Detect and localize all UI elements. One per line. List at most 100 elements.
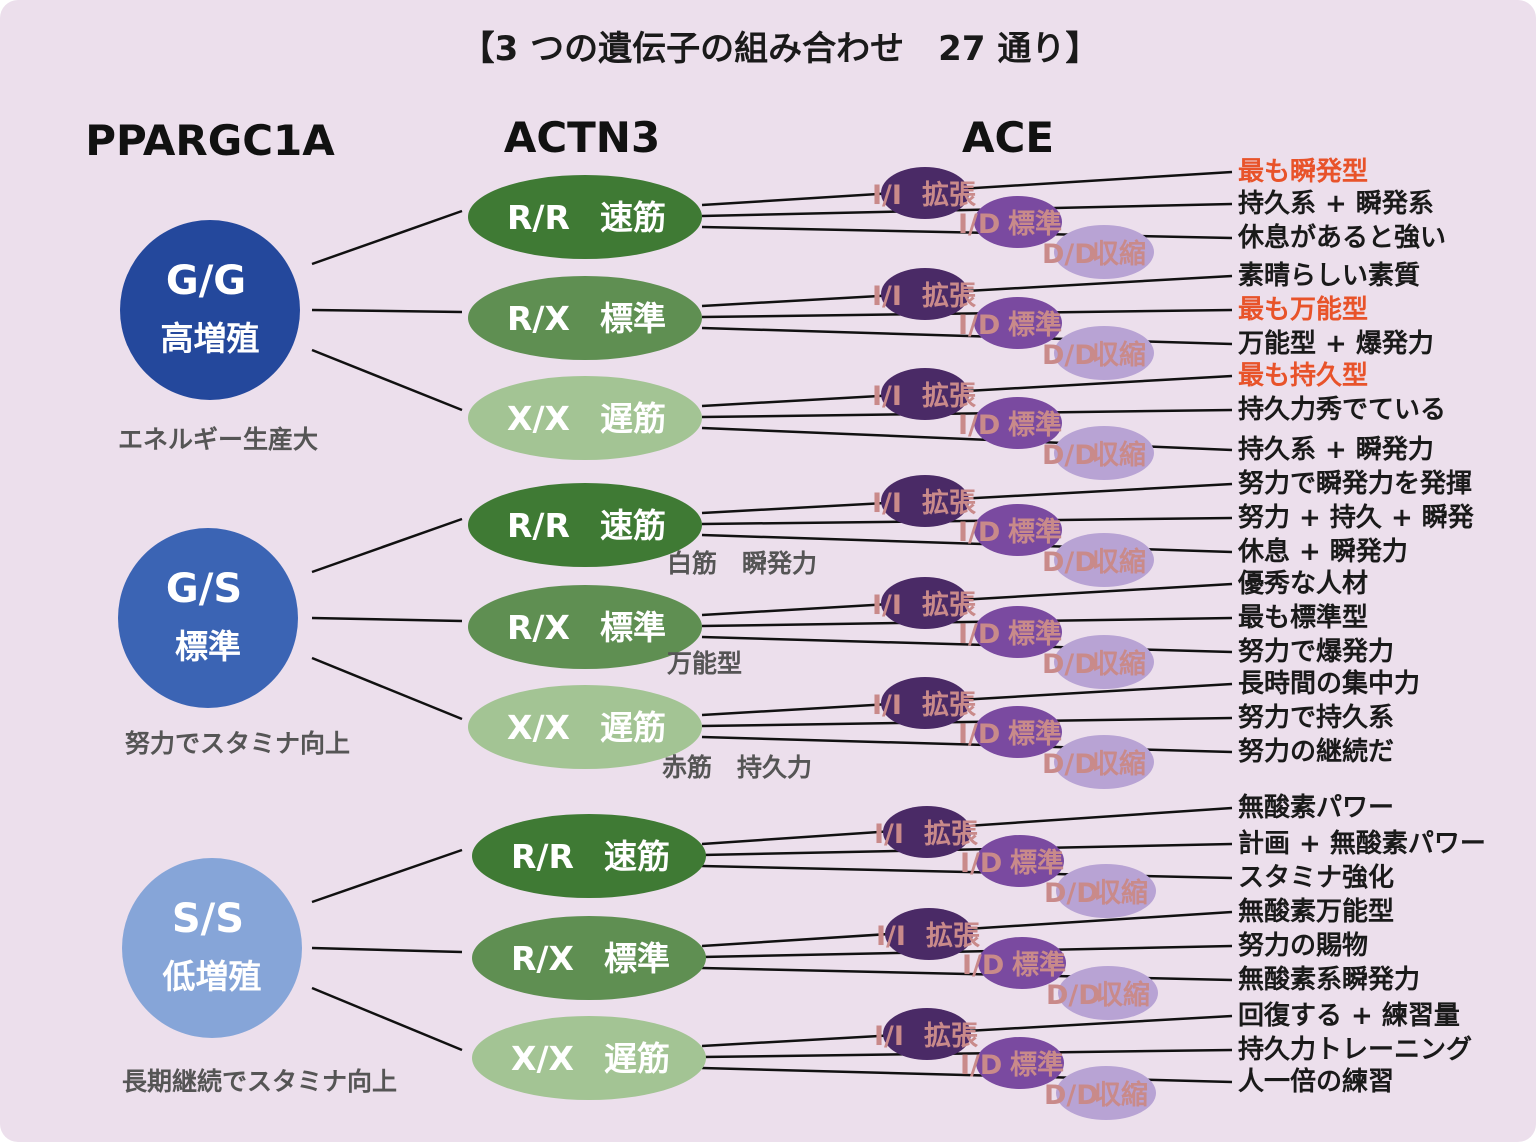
ace-ellipse [974,196,1062,248]
ace-ellipse [1054,426,1154,480]
ace-type-label: 標準 [1008,516,1062,548]
ppargc1a-type-label: 標準 [175,627,241,666]
ace-type-label: 標準 [1012,949,1066,981]
connector-line [311,308,463,314]
ppargc1a-note: 長期継続でスタミナ向上 [122,1067,397,1096]
result-label: 持久系 + 瞬発系 [1238,189,1434,219]
actn3-type-label: 遅筋 [600,708,666,747]
ace-genotype-label: I/I [872,381,902,412]
ace-type-label: 拡張 [926,921,981,952]
ppargc1a-note: エネルギー生産大 [118,425,318,454]
xx-note: 赤筋 持久力 [662,753,812,782]
result-label: 持久力トレーニング [1238,1035,1472,1065]
actn3-genotype-label: R/X [507,299,570,338]
ace-ellipse [978,937,1066,989]
actn3-ellipse [468,175,702,259]
ppargc1a-genotype-label: G/G [166,258,246,304]
header-actn3: ACTN3 [504,113,660,162]
ace-type-label: 標準 [1010,847,1064,879]
ace-type-label: 拡張 [922,281,977,312]
ace-genotype-label: D/D [1042,340,1097,371]
ace-genotype-label: D/D [1042,649,1097,680]
header-ppargc1a: PPARGC1A [85,116,335,165]
result-line [701,308,1233,319]
ace-type-label: 拡張 [922,180,977,211]
ace-ellipse [881,167,969,219]
result-label: 無酸素系瞬発力 [1238,965,1420,995]
result-label: 回復する + 練習量 [1238,1000,1460,1031]
actn3-type-label: 標準 [600,608,666,647]
result-label: 努力の賜物 [1238,930,1368,961]
actn3-genotype-label: R/R [507,506,570,545]
ace-genotype-label: D/D [1042,547,1097,578]
result-label: 最も瞬発型 [1238,157,1368,187]
ace-ellipse [881,577,969,629]
page-title: 【3 つの遺伝子の組み合わせ 27 通り】 [461,29,1100,69]
connector-line [311,848,463,904]
result-label: 万能型 + 爆発力 [1238,328,1434,359]
ace-genotype-label: I/D [958,517,1000,548]
result-label: 長時間の集中力 [1238,668,1420,699]
ace-ellipse [881,475,969,527]
actn3-type-label: 速筋 [600,506,666,545]
result-label: 休息 + 瞬発力 [1237,536,1408,567]
ppargc1a-circle-1 [118,528,298,708]
connector-line [311,946,463,954]
ace-ellipse [1054,735,1154,789]
ppargc1a-circle-2 [122,858,302,1038]
ace-ellipse [1054,225,1154,279]
connector-line [311,656,463,721]
ace-ellipse [1058,966,1158,1020]
result-label: 持久系 + 瞬発力 [1238,435,1434,465]
actn3-type-label: 遅筋 [604,1039,670,1078]
result-label: 人一倍の練習 [1238,1066,1394,1097]
ace-ellipse [976,835,1064,887]
connector-line [311,986,463,1052]
actn3-genotype-label: R/R [507,198,570,237]
ace-genotype-label: I/I [872,488,902,519]
ace-type-label: 標準 [1008,618,1062,650]
ace-genotype-label: D/D [1042,749,1097,780]
ace-type-label: 拡張 [924,1021,979,1052]
result-label: スタミナ強化 [1238,863,1394,893]
connector-line [311,616,463,623]
ace-genotype-label: I/D [958,310,1000,341]
ace-ellipse [881,677,969,729]
ace-type-label: 拡張 [924,819,979,850]
ace-ellipse [976,1037,1064,1089]
ppargc1a-type-label: 高増殖 [161,319,260,358]
result-line [701,1048,1233,1059]
ppargc1a-circle-0 [120,220,300,400]
result-label: 努力の継続だ [1238,736,1394,767]
ppargc1a-genotype-label: S/S [172,896,244,942]
result-label: 計画 + 無酸素パワー [1238,828,1486,859]
header-ace: ACE [962,113,1054,162]
ace-genotype-label: I/I [874,1021,904,1052]
ace-ellipse [885,908,973,960]
ace-ellipse [1056,1066,1156,1120]
ace-ellipse [1056,864,1156,918]
ace-type-label: 収縮 [1092,339,1146,371]
ace-ellipse [1054,635,1154,689]
ace-type-label: 収縮 [1092,238,1146,270]
rx-note: 万能型 [667,649,742,678]
actn3-ellipse [468,276,702,360]
ace-type-label: 収縮 [1092,546,1146,578]
ace-type-label: 収縮 [1092,439,1146,471]
ace-type-label: 収縮 [1092,648,1146,680]
ace-ellipse [881,268,969,320]
result-line [701,944,1233,959]
actn3-ellipse [468,685,702,769]
ace-genotype-label: D/D [1044,1080,1099,1111]
ace-ellipse [974,606,1062,658]
ace-type-label: 拡張 [922,488,977,519]
actn3-genotype-label: R/X [511,939,574,978]
actn3-ellipse [472,1016,706,1100]
ace-ellipse [1054,326,1154,380]
result-label: 無酸素パワー [1238,793,1394,823]
actn3-type-label: 遅筋 [600,399,666,438]
ace-type-label: 拡張 [922,590,977,621]
actn3-genotype-label: X/X [507,708,570,747]
